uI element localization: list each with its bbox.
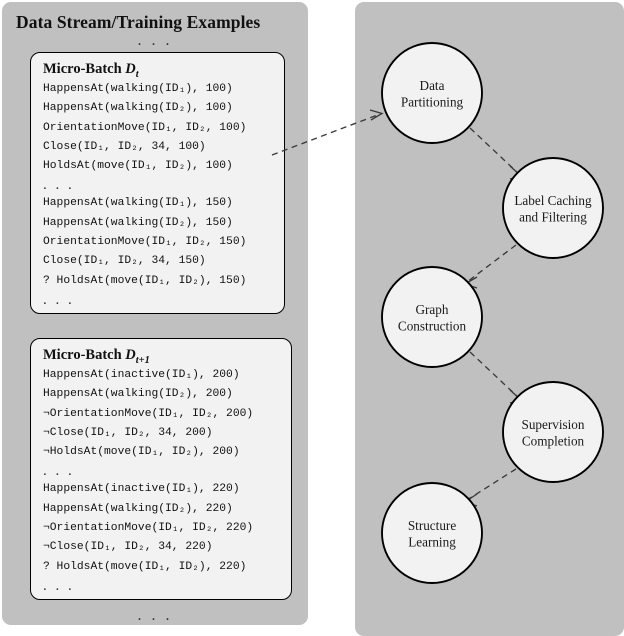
- atom-ellipsis: . . .: [43, 291, 75, 308]
- atom-ellipsis: . . .: [43, 177, 75, 194]
- micro-batch-subscript-t1: t+1: [135, 354, 150, 366]
- atom-line: ¬HoldsAt(move(ID₁, ID₂), 200): [43, 446, 240, 459]
- micro-batch-symbol-t1: D: [125, 347, 136, 363]
- micro-batch-title-text-t1: Micro-Batch: [43, 347, 122, 363]
- atom-line: ? HoldsAt(move(ID₁, ID₂), 150): [43, 274, 247, 287]
- stream-top-ellipsis: . . .: [137, 32, 173, 49]
- atom-line: HappensAt(walking(ID₁), 100): [43, 83, 233, 95]
- atom-line: ¬OrientationMove(ID₁, ID₂, 220): [43, 522, 254, 535]
- micro-batch-title-text-t: Micro-Batch: [43, 61, 122, 77]
- atom-line: HappensAt(walking(ID₁), 150): [43, 197, 233, 210]
- atom-line: ? HoldsAt(move(ID₁, ID₂), 220): [43, 560, 247, 573]
- atom-line: ¬OrientationMove(ID₁, ID₂, 200): [43, 407, 254, 420]
- atom-line: Close(ID₁, ID₂, 34, 150): [43, 255, 206, 268]
- data-stream-panel: Data Stream/Training Examples . . . Micr…: [2, 2, 308, 625]
- atom-line: HappensAt(walking(ID₂), 220): [43, 502, 233, 515]
- atom-line: HappensAt(inactive(ID₁), 200): [43, 369, 240, 381]
- atom-ellipsis: . . .: [43, 463, 75, 480]
- atom-list-t: HappensAt(walking(ID₁), 100) HappensAt(wa…: [31, 80, 284, 309]
- page-title: Data Stream/Training Examples: [16, 12, 261, 32]
- pipeline-panel: [355, 2, 624, 636]
- atom-line: ¬Close(ID₁, ID₂, 34, 200): [43, 426, 213, 439]
- atom-line: HappensAt(inactive(ID₁), 220): [43, 483, 240, 496]
- micro-batch-card-t: Micro-Batch Dt HappensAt(walking(ID₁), 1…: [30, 52, 285, 314]
- atom-line: ¬Close(ID₁, ID₂, 34, 220): [43, 541, 213, 554]
- micro-batch-subscript-t: t: [135, 68, 139, 80]
- micro-batch-title-t1: Micro-Batch Dt+1: [43, 339, 291, 366]
- atom-line: HappensAt(walking(ID₂), 150): [43, 216, 233, 229]
- micro-batch-symbol-t: D: [125, 61, 136, 77]
- atom-line: OrientationMove(ID₁, ID₂, 100): [43, 121, 247, 134]
- micro-batch-title-t: Micro-Batch Dt: [43, 53, 284, 80]
- atom-line: Close(ID₁, ID₂, 34, 100): [43, 140, 206, 153]
- atom-line: HoldsAt(move(ID₁, ID₂), 100): [43, 160, 233, 173]
- stream-bottom-ellipsis: . . .: [137, 607, 173, 624]
- atom-list-t1: HappensAt(inactive(ID₁), 200) HappensAt(w…: [31, 366, 291, 595]
- atom-line: HappensAt(walking(ID₂), 100): [43, 102, 233, 115]
- atom-line: OrientationMove(ID₁, ID₂, 150): [43, 236, 247, 249]
- atom-line: HappensAt(walking(ID₂), 200): [43, 388, 233, 401]
- micro-batch-card-t1: Micro-Batch Dt+1 HappensAt(inactive(ID₁)…: [30, 338, 292, 600]
- atom-ellipsis: . . .: [43, 577, 75, 594]
